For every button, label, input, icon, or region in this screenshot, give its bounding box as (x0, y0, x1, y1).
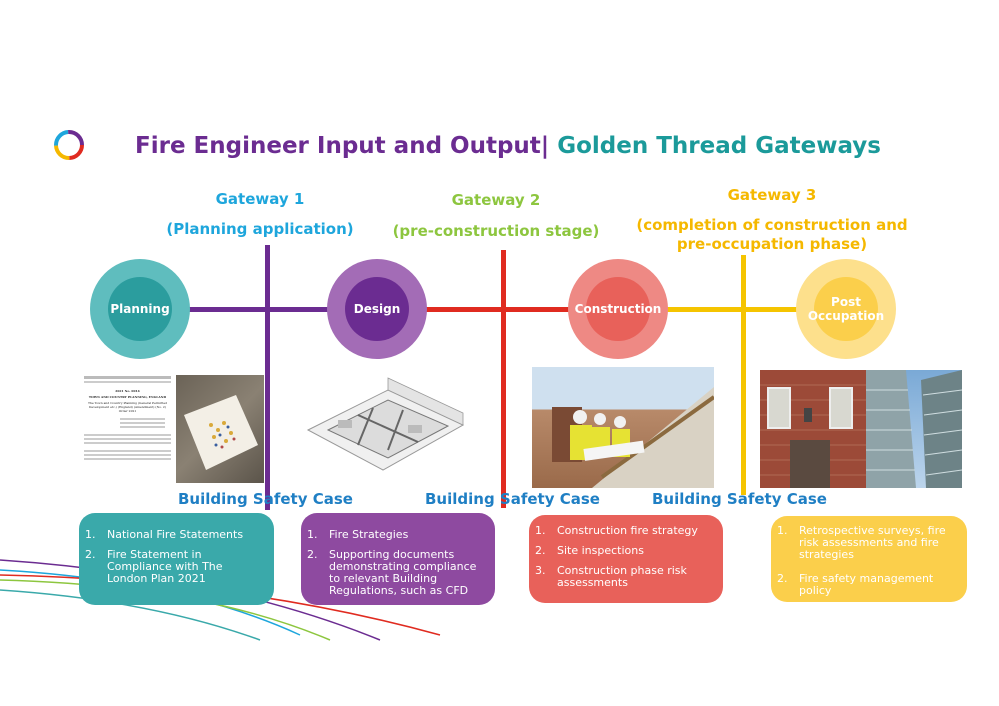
list-item: 1.Fire Strategies (307, 528, 409, 541)
list-item: 1.Retrospective surveys, fire risk asses… (777, 524, 946, 561)
logo-ring-icon (54, 130, 84, 160)
post-label: Post (831, 295, 861, 309)
gateway-2-label: Gateway 2 (451, 191, 541, 209)
planning-label: Planning (110, 302, 170, 316)
gateway-3-sub-2: pre-occupation phase) (676, 235, 868, 253)
gateway-1-sub: (Planning application) (166, 220, 354, 238)
list-item: 1.National Fire Statements (85, 528, 244, 541)
post-occupation-tower-image (866, 370, 962, 488)
page-title: Fire Engineer Input and Output| Golden T… (135, 133, 881, 159)
building-safety-case-3: Building Safety Case (652, 490, 827, 508)
design-floor-plan-image (298, 370, 470, 486)
gateway-1-label: Gateway 1 (215, 190, 305, 208)
design-output-box: 1.Fire Strategies 2.Supporting documents… (301, 513, 495, 605)
building-safety-case-1: Building Safety Case (178, 490, 353, 508)
planning-document-image: 2021 No. 0014 TOWN AND COUNTRY PLANNING,… (80, 372, 175, 484)
gateway-3-label: Gateway 3 (727, 186, 817, 204)
timeline-segment-yellow (618, 307, 842, 312)
planning-map-image (176, 375, 264, 483)
gateway-3-sub-1: (completion of construction and (636, 216, 908, 234)
list-item: 1.Construction fire strategy (535, 524, 698, 537)
building-safety-case-2: Building Safety Case (425, 490, 600, 508)
gateway-1-line (265, 245, 270, 510)
gateway-3-line (741, 255, 746, 495)
title-part-2: Golden Thread Gateways (557, 133, 881, 159)
design-label: Design (353, 302, 401, 316)
post-occupation-output-box: 1.Retrospective surveys, fire risk asses… (771, 516, 967, 602)
list-item: 2.Supporting documents demonstrating com… (307, 548, 477, 597)
list-item: 2.Fire Statement in Compliance with The … (85, 548, 223, 585)
document-heading-1: 2021 No. 0014 (115, 389, 140, 393)
gateway-2-sub: (pre-construction stage) (392, 222, 600, 240)
occupation-label: Occupation (807, 309, 885, 323)
list-item: 2.Fire safety management policy (777, 572, 934, 597)
gateway-2-line (501, 250, 506, 508)
list-item: 2.Site inspections (535, 544, 644, 557)
design-circle: Design (327, 259, 427, 359)
construction-circle: Construction (568, 259, 668, 359)
title-part-1: Fire Engineer Input and Output| (135, 133, 550, 159)
document-heading-3: The Town and Country Planning (General P… (87, 401, 168, 413)
list-item: 3.Construction phase risk assessments (535, 564, 687, 589)
planning-output-box: 1.National Fire Statements 2.Fire Statem… (79, 513, 274, 605)
timeline-segment-red (400, 307, 618, 312)
post-occupation-brick-image (760, 370, 866, 488)
document-heading-2: TOWN AND COUNTRY PLANNING, ENGLAND (88, 395, 167, 399)
timeline-segment-purple (140, 307, 504, 312)
construction-site-image (532, 367, 714, 488)
construction-output-box: 1.Construction fire strategy 2.Site insp… (529, 515, 723, 603)
post-occupation-circle: Post Occupation (796, 259, 896, 359)
planning-circle: Planning (90, 259, 190, 359)
construction-label: Construction (574, 302, 662, 316)
